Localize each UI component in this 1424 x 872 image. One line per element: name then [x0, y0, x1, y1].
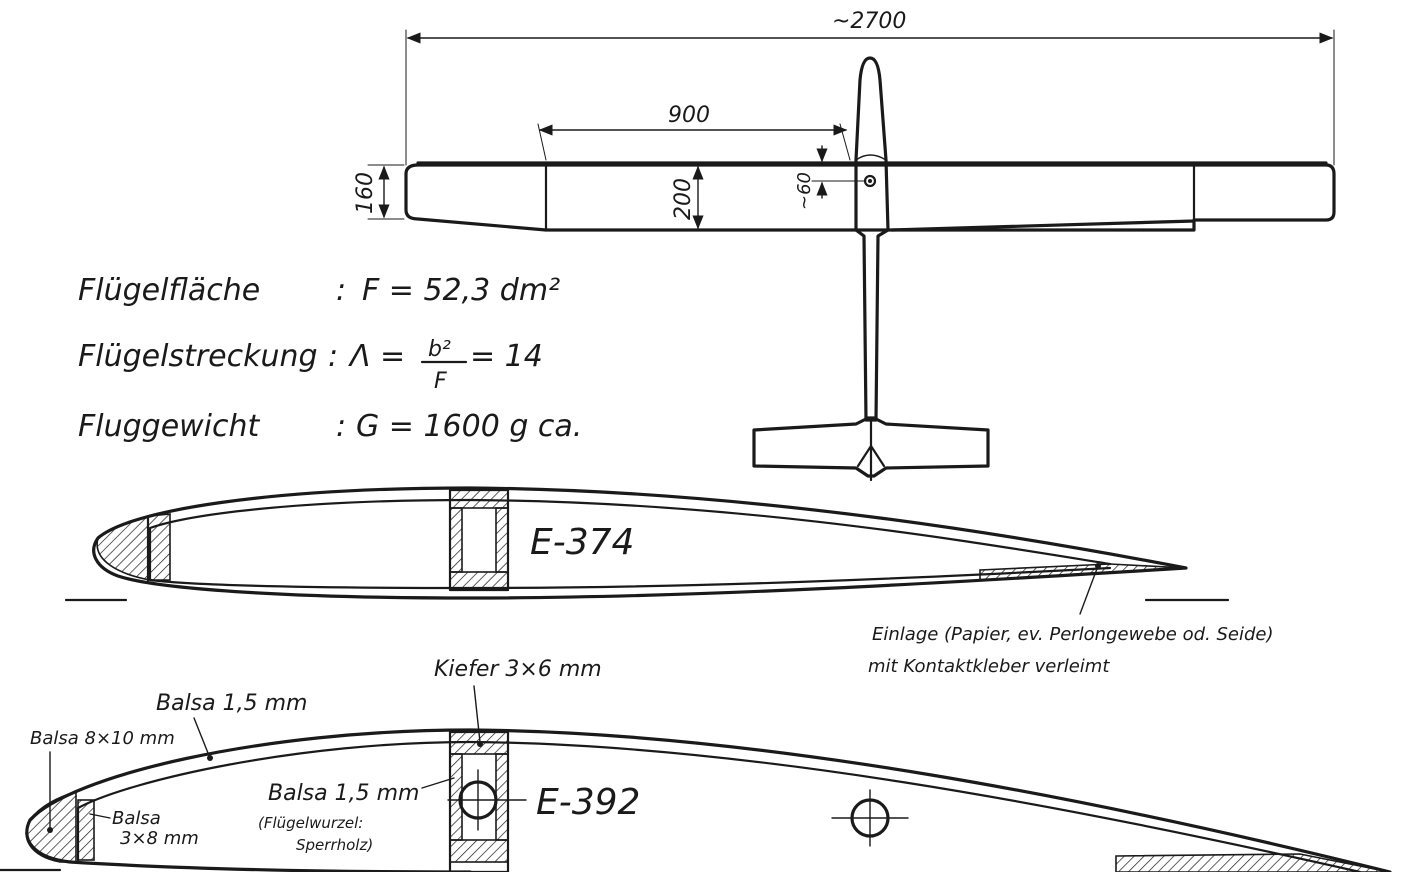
- root-dimension-label: 200: [671, 178, 696, 220]
- profile-e392-nose-block: [25, 790, 77, 863]
- label-web-line2: (Flügelwurzel:: [258, 814, 363, 832]
- tip-dimension-label: 160: [353, 172, 378, 214]
- plan-view: ~2700 900 160 200 ~60: [353, 9, 1336, 482]
- profile-e374-note-leader: [1079, 565, 1099, 615]
- profile-e374-web-right: [495, 507, 509, 573]
- cg-marker-dot: [868, 179, 872, 183]
- leader-sheeting: [193, 717, 211, 759]
- profile-e392-inner: [76, 740, 1362, 872]
- profile-e392-web-left: [449, 753, 463, 841]
- leader-leading-edge-dot: [47, 827, 53, 833]
- spec-value-aspect-denominator: F: [434, 369, 447, 394]
- fin-lines: [856, 418, 886, 482]
- leader-nose-strip: [89, 813, 111, 819]
- span-dimension-label: ~2700: [832, 9, 906, 34]
- profile-e374-trailing-strip: [979, 563, 1187, 581]
- profile-e374-nose-block: [96, 513, 171, 581]
- spec-sep-aspect: :: [328, 339, 338, 374]
- profile-e374: E-374 Einlage (Papier, ev. Perlongewebe …: [64, 486, 1274, 677]
- profile-e374-outer: [92, 486, 1188, 600]
- spec-value-weight: G = 1600 g ca.: [356, 409, 582, 444]
- leader-sheeting-dot: [207, 755, 213, 761]
- profile-e392-spar-bottom: [449, 839, 509, 863]
- label-web-line1: Balsa 1,5 mm: [268, 781, 419, 806]
- profile-e392-trailing-strip: [1115, 853, 1391, 872]
- spec-label-aspect: Flügelstreckung: [78, 339, 318, 374]
- spec-label-weight: Fluggewicht: [78, 409, 261, 444]
- profile-e374-note-line1: Einlage (Papier, ev. Perlongewebe od. Se…: [872, 624, 1274, 645]
- canopy-line: [855, 154, 887, 161]
- label-sheeting: Balsa 1,5 mm: [156, 691, 307, 716]
- fuselage-outline: [854, 56, 890, 422]
- label-web-line3: Sperrholz): [296, 836, 373, 854]
- wing-trailing-edge-right: [890, 219, 1196, 232]
- profile-e374-web-left: [449, 507, 463, 573]
- spec-sep-area: :: [336, 273, 346, 308]
- cg-marker: [863, 174, 877, 188]
- leader-spar-dot: [477, 741, 483, 747]
- wing-outline: [404, 163, 1336, 232]
- spec-value-aspect-numerator: b²: [428, 337, 451, 362]
- spec-label-area: Flügelfläche: [78, 273, 260, 308]
- profile-e392-name: E-392: [536, 782, 640, 823]
- label-spar: Kiefer 3×6 mm: [434, 657, 602, 682]
- label-nose-strip-line2: 3×8 mm: [120, 828, 199, 849]
- spec-value-area: F = 52,3 dm²: [362, 273, 560, 308]
- spec-value-aspect-suffix: = 14: [470, 339, 543, 374]
- label-leading-edge: Balsa 8×10 mm: [30, 728, 175, 749]
- cg-dimension-label: ~60: [794, 172, 815, 210]
- profile-e374-spar-bottom: [449, 571, 509, 591]
- spec-value-aspect-prefix: Λ =: [348, 339, 405, 374]
- leader-web: [421, 777, 455, 789]
- profile-e374-note-line2: mit Kontaktkleber verleimt: [868, 656, 1110, 677]
- center-dimension-label: 900: [668, 103, 710, 128]
- profile-e392: E-392 Kiefer 3×6 mm Balsa 1,5 mm Balsa 8…: [0, 657, 1392, 872]
- profile-e374-name: E-374: [530, 522, 634, 563]
- tailplane-outline: [752, 416, 990, 478]
- specs-block: Flügelfläche : F = 52,3 dm² Flügelstreck…: [78, 273, 582, 444]
- profile-e392-outer: [25, 728, 1392, 872]
- spec-sep-weight: :: [336, 409, 346, 444]
- profile-e374-spar-top: [449, 489, 509, 509]
- label-nose-strip-line1: Balsa: [112, 808, 161, 829]
- leader-spar: [473, 685, 481, 743]
- profile-e392-nose-strip: [77, 799, 95, 861]
- profile-e392-web-right: [495, 753, 509, 841]
- profile-e374-note-dot: [1095, 563, 1101, 569]
